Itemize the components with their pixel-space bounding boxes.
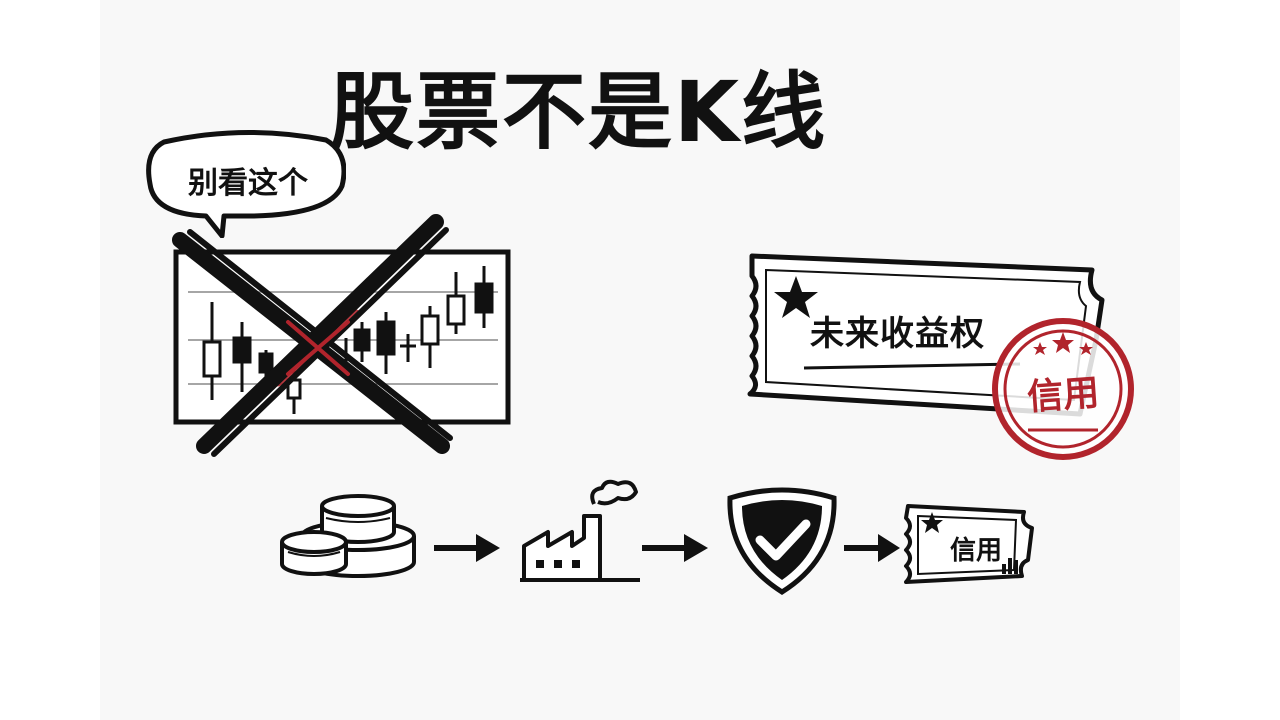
speech-bubble — [146, 129, 346, 238]
arrow-right-icon — [844, 534, 900, 562]
arrow-right-icon — [434, 534, 500, 562]
speech-bubble-text: 别看这个 — [188, 166, 308, 201]
factory-icon — [520, 479, 640, 582]
main-title: 股票不是K线 — [330, 63, 828, 161]
stamp-label: 信用 — [1025, 372, 1101, 419]
credit-stamp — [992, 318, 1134, 460]
coins-icon — [280, 494, 416, 578]
ticket-label: 未来收益权 — [810, 314, 985, 354]
flow-ticket-label: 信用 — [949, 536, 1002, 566]
shield-check-icon — [727, 487, 837, 595]
crossed-out-candlestick-chart — [172, 214, 511, 457]
arrow-right-icon — [642, 534, 708, 562]
credit-ticket-icon — [904, 504, 1034, 584]
